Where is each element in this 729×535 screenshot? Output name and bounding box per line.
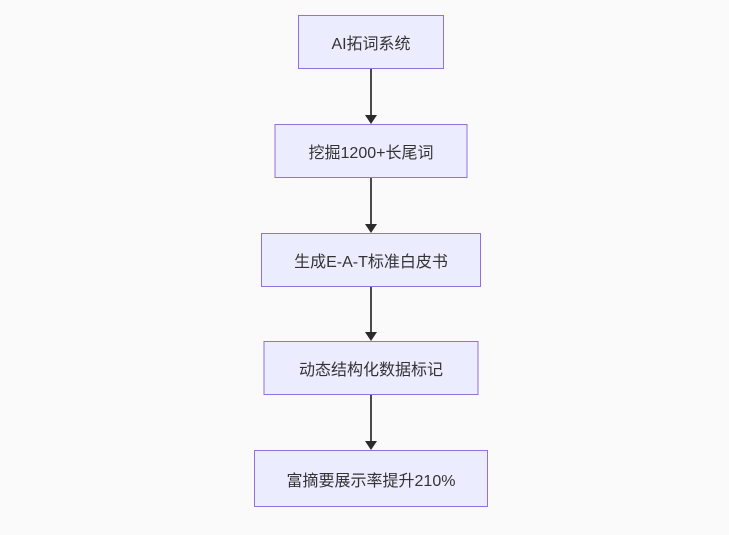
arrow-shaft — [370, 69, 372, 115]
arrowhead-down-icon — [365, 224, 377, 233]
flow-node-label: 动态结构化数据标记 — [298, 362, 443, 379]
flow-node-label: 挖掘1200+长尾词 — [308, 145, 434, 162]
arrow-shaft — [370, 178, 372, 224]
arrowhead-down-icon — [365, 332, 377, 341]
flow-arrow-down — [365, 395, 377, 450]
flow-node-label: AI拓词系统 — [331, 36, 411, 53]
flow-node-label: 生成E-A-T标准白皮书 — [294, 254, 448, 271]
arrowhead-down-icon — [365, 441, 377, 450]
flow-arrow-down — [365, 287, 377, 341]
flow-node-rich-snippet-result: 富摘要展示率提升210% — [254, 450, 488, 507]
flow-node-structured-data-markup: 动态结构化数据标记 — [263, 341, 479, 395]
arrow-shaft — [370, 287, 372, 332]
flow-arrow-down — [365, 178, 377, 233]
flow-node-eat-whitepaper: 生成E-A-T标准白皮书 — [261, 233, 481, 287]
arrowhead-down-icon — [365, 115, 377, 124]
flow-node-longtail-mining: 挖掘1200+长尾词 — [274, 124, 468, 178]
flow-node-label: 富摘要展示率提升210% — [286, 472, 456, 490]
arrow-shaft — [370, 395, 372, 441]
flow-arrow-down — [365, 69, 377, 124]
flow-node-ai-keyword-system: AI拓词系统 — [298, 15, 444, 69]
